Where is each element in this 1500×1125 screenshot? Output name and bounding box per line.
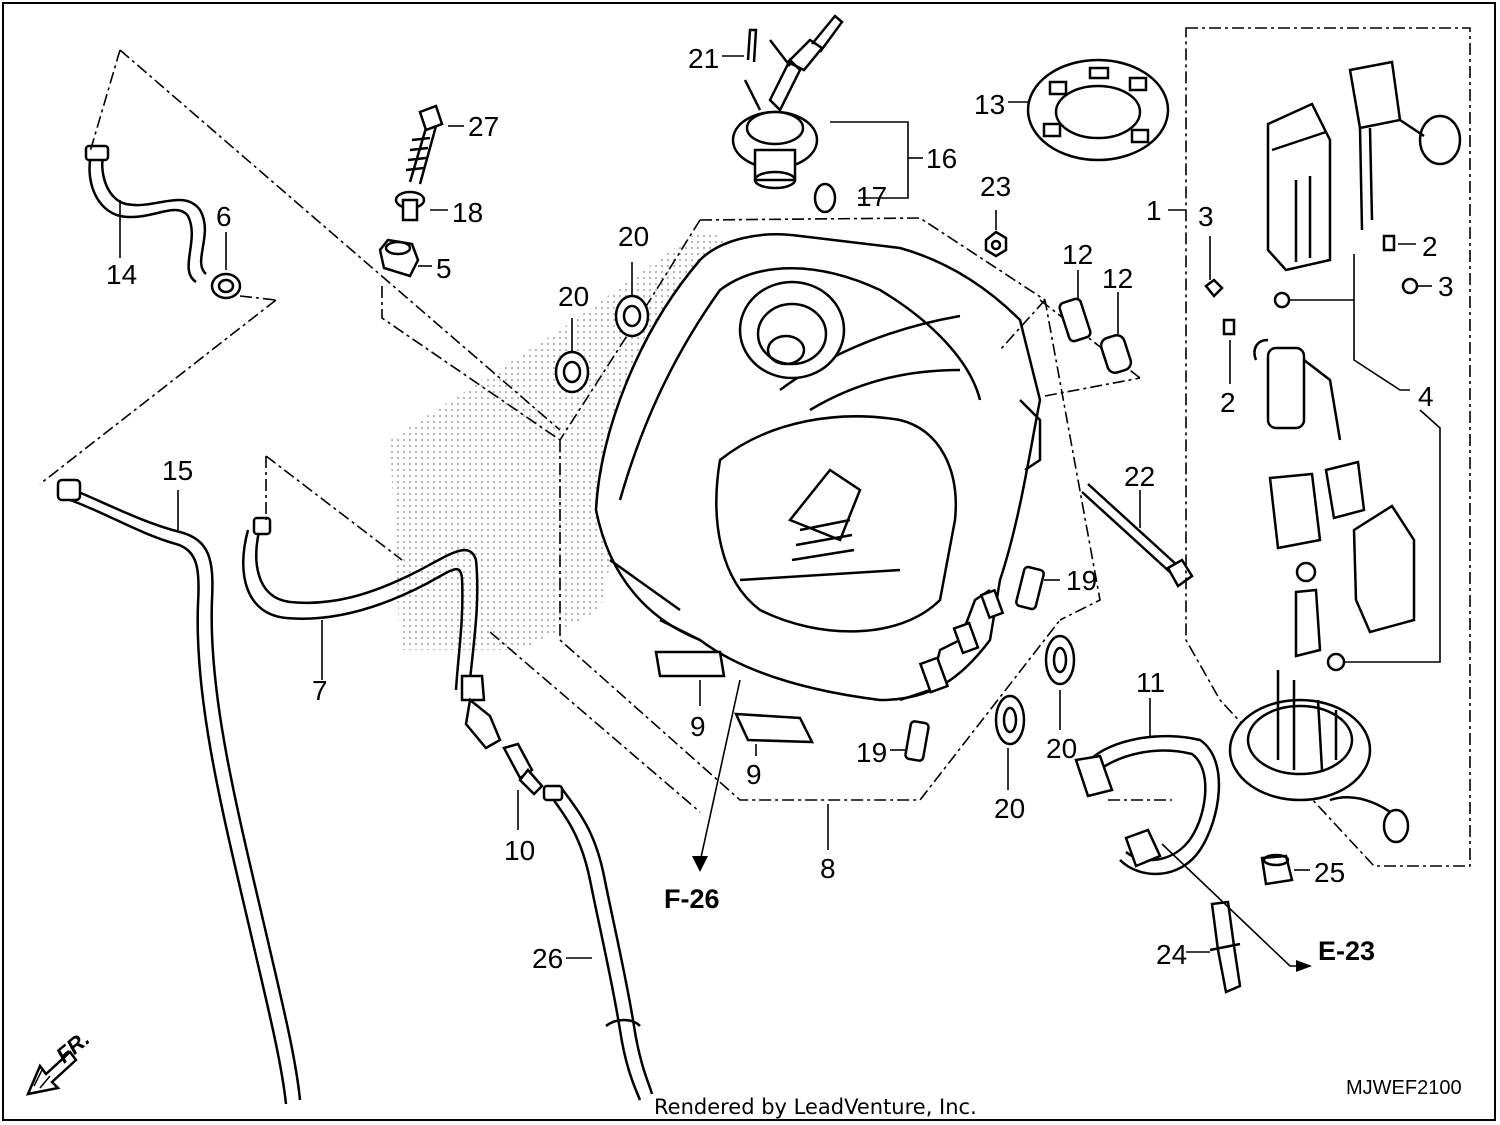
cushions-19 xyxy=(904,565,1045,762)
callout-19: 19 xyxy=(856,737,887,768)
collar-18 xyxy=(394,190,426,222)
callout-20: 20 xyxy=(558,281,589,312)
nut-23 xyxy=(984,230,1008,258)
callout-2: 2 xyxy=(1422,231,1438,262)
fuel-tank xyxy=(594,233,1042,702)
callout-3: 3 xyxy=(1438,271,1454,302)
bolt-22 xyxy=(1081,483,1194,588)
callout-20: 20 xyxy=(1046,733,1077,764)
callout-9: 9 xyxy=(746,759,762,790)
hose-11 xyxy=(1074,734,1221,876)
callout-23: 23 xyxy=(980,171,1011,202)
front-direction-label: FR. xyxy=(51,1026,94,1068)
callout-22: 22 xyxy=(1124,461,1155,492)
callout-20: 20 xyxy=(994,793,1025,824)
clip-6 xyxy=(210,272,242,300)
callout-24: 24 xyxy=(1156,939,1187,970)
reference-f26: F-26 xyxy=(664,884,720,914)
fuel-pump-unit xyxy=(1204,60,1462,844)
callout-12: 12 xyxy=(1102,263,1133,294)
fuel-pump-seal-ring xyxy=(1026,58,1170,162)
joint-10 xyxy=(502,742,544,796)
grommet-5 xyxy=(378,238,420,278)
callout-12: 12 xyxy=(1062,239,1093,270)
callout-9: 9 xyxy=(690,711,706,742)
callout-14: 14 xyxy=(106,259,137,290)
callout-13: 13 xyxy=(974,89,1005,120)
bolt-27 xyxy=(405,104,444,185)
clip-24 xyxy=(1209,900,1242,994)
callout-3: 3 xyxy=(1198,201,1214,232)
hose-14 xyxy=(84,144,207,284)
hose-15 xyxy=(56,478,302,1105)
rubber-mounts-12 xyxy=(1058,297,1133,374)
diagram-code: MJWEF2100 xyxy=(1346,1077,1462,1099)
fuel-cap-assembly xyxy=(731,14,844,214)
callout-19: 19 xyxy=(1066,565,1097,596)
callout-20: 20 xyxy=(618,221,649,252)
pump-assembly-group xyxy=(1185,27,1471,867)
callout-26: 26 xyxy=(532,943,563,974)
callout-10: 10 xyxy=(504,835,535,866)
callout-6: 6 xyxy=(216,201,232,232)
hose-7 xyxy=(242,516,502,750)
callout-7: 7 xyxy=(312,675,328,706)
grommets-20 xyxy=(554,294,1076,746)
callout-2: 2 xyxy=(1220,387,1236,418)
callout-17: 17 xyxy=(856,181,887,212)
cap-25 xyxy=(1260,853,1294,886)
callout-27: 27 xyxy=(468,111,499,142)
pads-9 xyxy=(654,650,815,744)
callout-16: 16 xyxy=(926,143,957,174)
callout-21: 21 xyxy=(688,43,719,74)
callout-25: 25 xyxy=(1314,857,1345,888)
callout-8: 8 xyxy=(820,853,836,884)
front-direction-arrow-icon xyxy=(25,1050,78,1096)
callout-15: 15 xyxy=(162,455,193,486)
callout-18: 18 xyxy=(452,197,483,228)
callout-4: 4 xyxy=(1418,381,1434,412)
callout-11: 11 xyxy=(1136,667,1165,698)
callout-1: 1 xyxy=(1146,195,1162,226)
hose-26 xyxy=(542,784,654,1101)
callout-5: 5 xyxy=(436,253,452,284)
render-credit: Rendered by LeadVenture, Inc. xyxy=(654,1095,977,1119)
reference-e23: E-23 xyxy=(1318,936,1375,966)
